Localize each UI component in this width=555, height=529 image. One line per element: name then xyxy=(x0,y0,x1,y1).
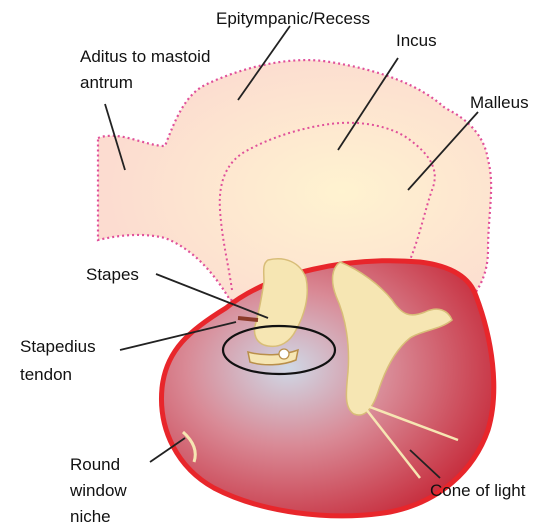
label-aditus-line1: Aditus to mastoid xyxy=(80,47,210,66)
ear-drum xyxy=(161,261,493,516)
label-epitympanic-recess: Epitympanic/Recess xyxy=(216,9,370,28)
label-stapes: Stapes xyxy=(86,265,139,284)
stapedius-tendon xyxy=(238,318,258,320)
label-incus: Incus xyxy=(396,31,437,50)
stapes-head xyxy=(279,349,289,359)
label-round-window-line3: niche xyxy=(70,507,111,526)
label-round-window-line1: Round xyxy=(70,455,120,474)
label-cone-of-light: Cone of light xyxy=(430,481,526,500)
label-malleus: Malleus xyxy=(470,93,529,112)
label-stapedius-line2: tendon xyxy=(20,365,72,384)
label-aditus-line2: antrum xyxy=(80,73,133,92)
label-round-window-line2: window xyxy=(69,481,127,500)
label-stapedius-line1: Stapedius xyxy=(20,337,96,356)
